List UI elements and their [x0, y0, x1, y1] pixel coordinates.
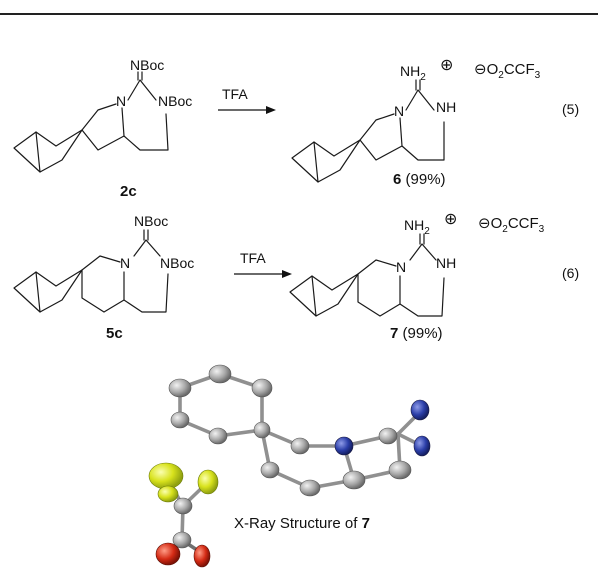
ring-nitrogen: N	[120, 255, 130, 271]
iminium-nh2: NH2	[400, 63, 426, 83]
ring-nboc: NBoc	[158, 93, 192, 109]
reaction-6: N NBoc NBoc 5c TFA N NH NH2 ⊕ ⊖O2CCF3 7 …	[13, 211, 579, 342]
plus-charge-icon: ⊕	[444, 211, 457, 228]
imine-nboc: NBoc	[130, 57, 164, 73]
ring-nitrogen: N	[116, 93, 126, 109]
ring-nh: NH	[436, 255, 456, 271]
reagent-tfa: TFA	[240, 250, 266, 266]
counterion-trifluoroacetate: ⊖O2CCF3	[474, 61, 541, 81]
nitrogen-atoms	[334, 399, 431, 457]
carbon-atoms	[168, 364, 412, 549]
ring-nitrogen: N	[394, 103, 404, 119]
compound-5c-structure: N NBoc NBoc	[13, 213, 194, 313]
reagent-tfa: TFA	[222, 86, 248, 102]
fluorine-atoms	[148, 462, 219, 503]
compound-7-structure: N NH NH2 ⊕ ⊖O2CCF3	[289, 211, 545, 317]
compound-label-2c: 2c	[120, 183, 137, 200]
reaction-5: N NBoc NBoc 2c TFA N NH NH2 ⊕ ⊖O2CCF3 6 …	[13, 57, 579, 200]
compound-2c-structure: N NBoc NBoc	[13, 57, 192, 173]
imine-nboc: NBoc	[134, 213, 168, 229]
compound-label-7: 7 (99%)	[390, 325, 443, 342]
ring-nboc: NBoc	[160, 255, 194, 271]
xray-caption: X-Ray Structure of 7	[234, 515, 370, 532]
compound-6-structure: N NH NH2 ⊕ ⊖O2CCF3	[291, 57, 541, 183]
oxygen-atoms	[155, 542, 211, 568]
counterion-trifluoroacetate: ⊖O2CCF3	[478, 215, 545, 235]
compound-label-6: 6 (99%)	[393, 171, 446, 188]
plus-charge-icon: ⊕	[440, 57, 453, 74]
ring-nh: NH	[436, 99, 456, 115]
iminium-nh2: NH2	[404, 217, 430, 237]
equation-number-5: (5)	[562, 101, 579, 117]
ring-nitrogen: N	[396, 259, 406, 275]
equation-number-6: (6)	[562, 265, 579, 281]
xray-structure-image	[148, 364, 431, 568]
compound-label-5c: 5c	[106, 325, 123, 342]
